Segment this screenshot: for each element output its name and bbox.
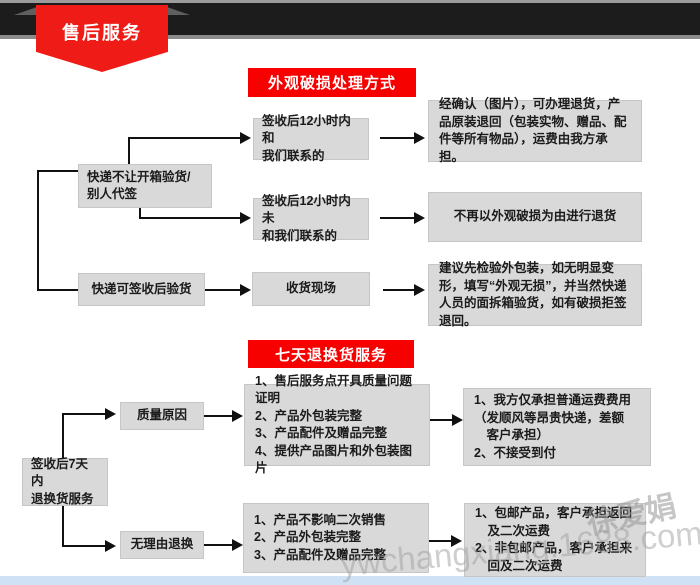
connector-stub1a (37, 170, 78, 172)
connector-stub1b (37, 289, 78, 291)
connector-up1 (128, 137, 130, 165)
footer-blue-bar (0, 576, 700, 585)
connector-row2 (139, 217, 240, 219)
connector-row2-right (380, 217, 414, 219)
box-inspect-advice: 建议先检验外包装，如无明显变形，填写“外观无损”，并当然快递人员的面拆箱验货，如… (428, 261, 642, 328)
connector-quality-stub (62, 413, 105, 415)
box-delivery-site: 收货现场 (252, 272, 370, 306)
box-no-return-policy: 不再以外观破损为由进行退货 (428, 192, 642, 242)
box-noreason-shipping-terms: 1、包邮产品，客户承担返回 及二次运费 2、非包邮产品，客户承担来 回及二次运费 (464, 503, 646, 577)
box-courier-no-inspection: 快递不让开箱验货/ 别人代签 (78, 164, 212, 208)
ribbon-fold-left-shape (14, 6, 40, 15)
connector-quality-mid (204, 415, 232, 417)
box-return-accepted-policy: 经确认（图片），可办理退货，产品原装退回（包装实物、赠品、配件等所有物品），运费… (428, 97, 642, 164)
arrow-head-noreason (105, 540, 116, 552)
box-courier-inspection-ok: 快递可签收后验货 (78, 273, 205, 306)
box-noreason-conditions: 1、产品不影响二次销售 2、产品外包装完整 3、产品配件及赠品完整 (243, 503, 429, 573)
arrow-head-row3-left (240, 284, 251, 296)
arrow-head-row2-left (240, 212, 251, 224)
arrow-head-quality (105, 408, 116, 420)
ribbon-fold-right-shape (164, 6, 190, 15)
connector-row3 (204, 289, 240, 291)
box-contacted-within-12h: 签收后12小时内和 我们联系的 (253, 114, 369, 163)
box-quality-shipping-terms: 1、我方仅承担普通运费费用 （发顺风等昂贵快递，差额 客户承担） 2、不接受到付 (463, 388, 651, 466)
connector-noreason-stub (62, 545, 105, 547)
box-not-contacted-within-12h: 签收后12小时内未 和我们联系的 (253, 194, 369, 243)
box-quality-reason: 质量原因 (120, 402, 204, 430)
arrow-head-row3-right (414, 284, 425, 296)
section2-title-box: 七天退换货服务 (248, 340, 414, 368)
box-7day-service: 签收后7天内 退换货服务 (22, 457, 108, 506)
ribbon-title: 售后服务 (62, 22, 142, 43)
connector-row1 (128, 137, 240, 139)
box-no-reason-return: 无理由退换 (120, 531, 204, 559)
connector-down1 (139, 206, 141, 218)
arrow-head-quality-mid (232, 410, 243, 422)
arrow-head-noreason-right (451, 535, 462, 547)
connector-spine1 (37, 170, 39, 291)
connector-noreason-right (427, 540, 451, 542)
arrow-head-row1-right (414, 132, 425, 144)
connector-row1-right (380, 137, 414, 139)
connector-row3-right (383, 289, 414, 291)
after-sales-ribbon: 售后服务 (36, 5, 168, 72)
arrow-head-row1-left (240, 132, 251, 144)
arrow-head-quality-right (452, 414, 463, 426)
section1-title: 外观破损处理方式 (267, 75, 396, 92)
section1-title-box: 外观破损处理方式 (248, 68, 416, 97)
section2-title: 七天退换货服务 (274, 346, 387, 364)
box-quality-conditions: 1、售后服务点开具质量问题证明 2、产品外包装完整 3、产品配件及赠品完整 4、… (244, 374, 430, 475)
arrow-head-noreason-mid (232, 539, 243, 551)
connector-noreason-mid (204, 544, 232, 546)
connector-quality-right (428, 419, 452, 421)
arrow-head-row2-right (414, 212, 425, 224)
